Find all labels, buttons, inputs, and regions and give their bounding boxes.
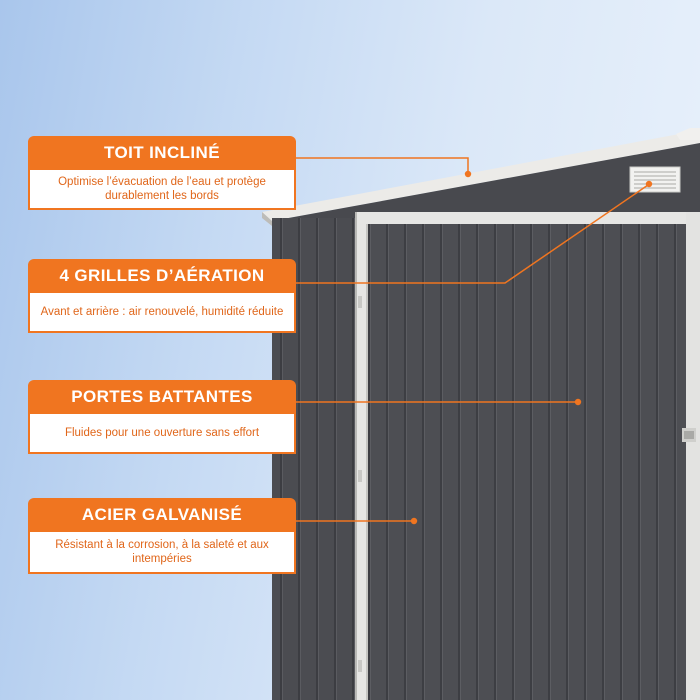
callout-title: 4 GRILLES D’AÉRATION	[28, 259, 296, 293]
leader-dot-vents	[645, 180, 653, 188]
door-frame-left	[355, 212, 367, 700]
door-frame-right	[686, 212, 700, 700]
door-frame-top	[355, 212, 700, 224]
callout-description: Avant et arrière : air renouvelé, humidi…	[28, 293, 296, 333]
callout-description: Résistant à la corrosion, à la saleté et…	[28, 532, 296, 574]
callout-steel: ACIER GALVANISÉ Résistant à la corrosion…	[28, 498, 296, 574]
leader-dot-steel	[410, 517, 418, 525]
shed-roof	[262, 130, 700, 221]
callout-description: Fluides pour une ouverture sans effort	[28, 414, 296, 454]
callout-title: TOIT INCLINÉ	[28, 136, 296, 170]
callout-vents: 4 GRILLES D’AÉRATION Avant et arrière : …	[28, 259, 296, 333]
vent-grille	[629, 166, 681, 193]
callout-description: Optimise l’évacuation de l’eau et protèg…	[28, 170, 296, 210]
shed-gable-wall	[272, 143, 700, 222]
leader-dot-roof	[464, 170, 472, 178]
callout-title: PORTES BATTANTES	[28, 380, 296, 414]
leader-line-roof	[296, 157, 469, 172]
roof-ridge-cap	[676, 128, 700, 140]
callout-doors: PORTES BATTANTES Fluides pour une ouvert…	[28, 380, 296, 454]
leader-dot-doors	[574, 398, 582, 406]
shed-roof-edge	[262, 212, 272, 226]
door-panel	[368, 224, 686, 700]
callout-title: ACIER GALVANISÉ	[28, 498, 296, 532]
callout-roof: TOIT INCLINÉ Optimise l’évacuation de l’…	[28, 136, 296, 210]
leader-line-vents	[296, 184, 649, 284]
